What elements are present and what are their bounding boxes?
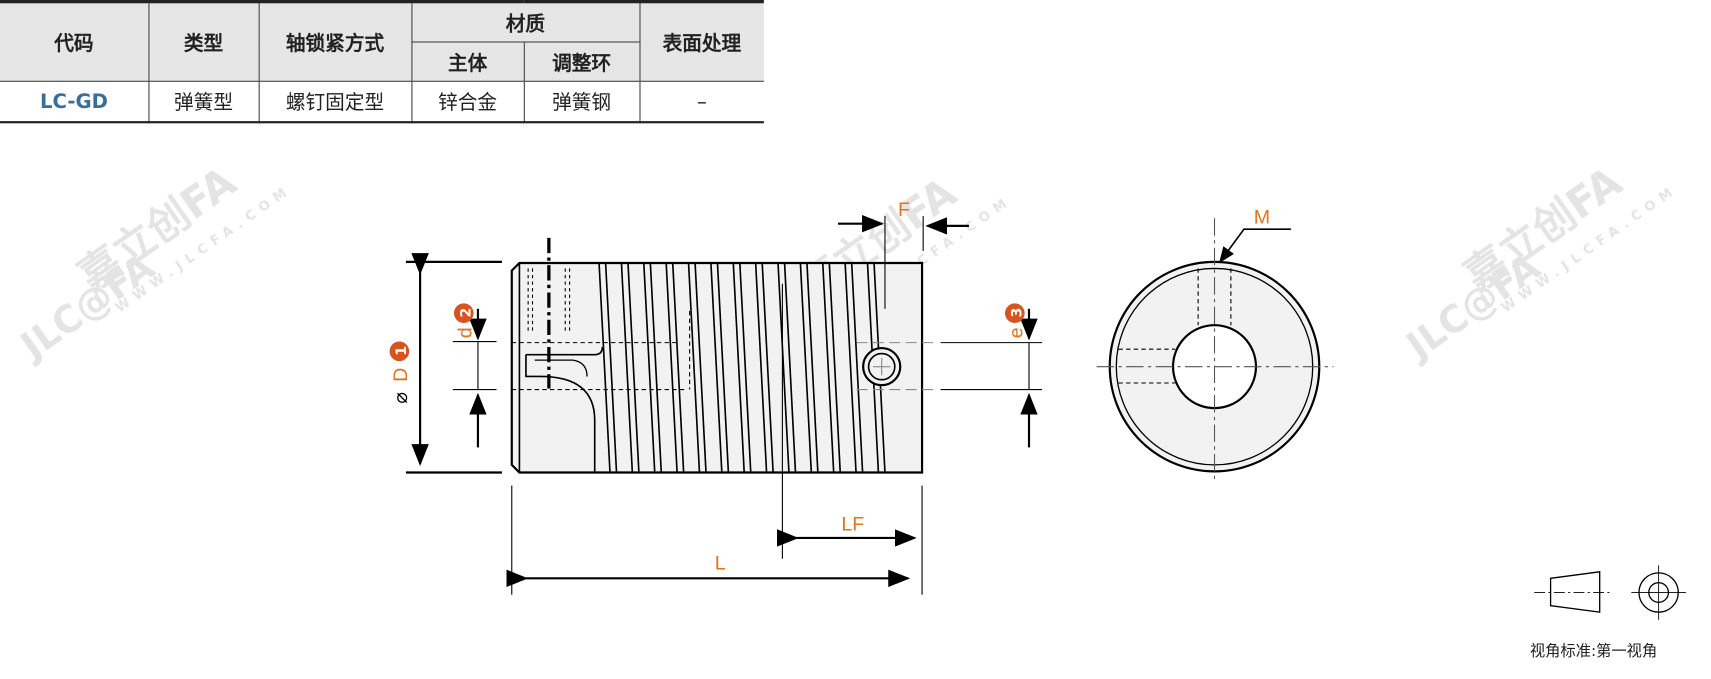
label-F: F: [898, 199, 910, 221]
spring-slot: [620, 262, 640, 473]
spring-slot: [844, 262, 864, 473]
label-D-letter: D: [390, 368, 412, 382]
coupling-side-view: [510, 237, 939, 474]
dimension-lines: [405, 214, 1043, 595]
header-material: 材质: [410, 1, 640, 43]
spring-slot: [642, 262, 663, 473]
cell-code: LC-GD: [0, 80, 149, 123]
label-LF: LF: [841, 513, 864, 535]
cell-material-body: 锌合金: [410, 80, 525, 123]
label-d: d: [454, 327, 476, 338]
coupling-end-view: [1096, 218, 1334, 481]
label-diameter-symbol: ⌀: [390, 392, 412, 404]
header-material-body: 主体: [411, 41, 525, 82]
cell-type: 弹簧型: [147, 80, 260, 123]
spec-table: 代码 类型 轴锁紧方式 材质 表面处理 主体 调整环 LC-GD 弹簧型 螺钉固…: [0, 0, 764, 124]
table-row: LC-GD 弹簧型 螺钉固定型 锌合金 弹簧钢 –: [0, 80, 764, 123]
badge-1: 1: [394, 346, 410, 356]
spring-slot: [710, 262, 730, 473]
header-material-ring: 调整环: [523, 41, 640, 82]
header-surface: 表面处理: [638, 1, 764, 82]
spring-slot: [754, 262, 774, 473]
cell-material-ring: 弹簧钢: [523, 80, 640, 123]
spring-slot: [687, 262, 707, 473]
label-M: M: [1254, 207, 1270, 229]
header-lock: 轴锁紧方式: [258, 1, 412, 82]
label-L: L: [715, 553, 726, 575]
header-code: 代码: [0, 1, 149, 82]
cell-surface: –: [638, 80, 764, 123]
header-type: 类型: [147, 1, 260, 82]
spring-slot: [777, 262, 797, 473]
spring-slot: [732, 262, 752, 473]
dimension-labels: ⌀⌀DD1 d2 e3 F M LF L: [389, 199, 1270, 575]
spring-slot: [598, 262, 618, 473]
badge-3: 3: [1009, 308, 1025, 318]
projection-note: 视角标准:第一视角: [1529, 642, 1658, 661]
spring-slot: [821, 262, 842, 473]
spring-slot: [799, 262, 819, 473]
spring-slot: [665, 262, 685, 473]
badge-2: 2: [458, 308, 474, 318]
label-e: e: [1005, 327, 1027, 338]
first-angle-projection-icon: [1534, 565, 1686, 620]
